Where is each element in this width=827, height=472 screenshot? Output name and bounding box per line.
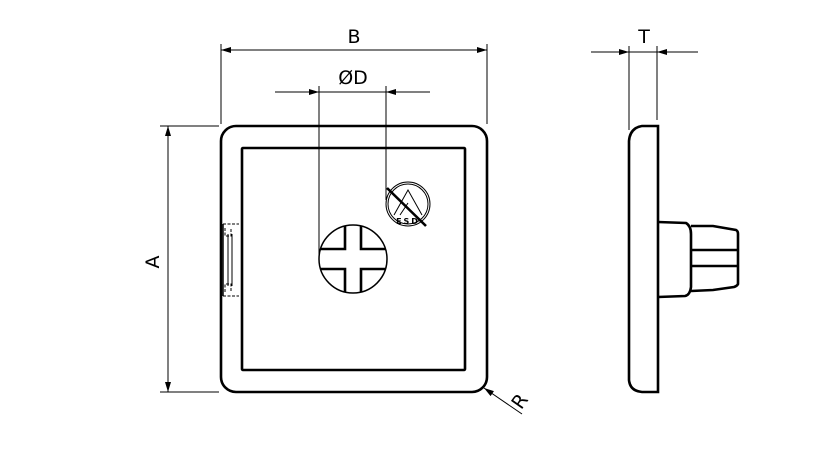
dimension-b: B (220, 26, 488, 124)
knob-base (657, 220, 693, 299)
dimension-d-label: ØD (338, 67, 368, 89)
dimension-a: A (142, 125, 219, 393)
dimension-t-label: T (637, 26, 650, 48)
plate-profile (627, 124, 660, 394)
outer-plate-outline (219, 124, 489, 394)
dimension-t: T (591, 26, 698, 130)
dimension-r: R (483, 387, 533, 415)
side-view (627, 124, 740, 394)
dimension-d: ØD (275, 67, 430, 259)
side-clip (222, 223, 239, 297)
dimension-a-label: A (142, 256, 164, 269)
esd-text: ESD (396, 217, 420, 226)
cross-hole (318, 224, 388, 294)
esd-symbol: ESD (385, 181, 431, 227)
dimension-b-label: B (347, 26, 360, 48)
front-view: ESD (219, 124, 489, 394)
dimension-r-label: R (507, 390, 533, 413)
inner-recess-outline (240, 146, 467, 372)
knob-tip (690, 224, 740, 293)
